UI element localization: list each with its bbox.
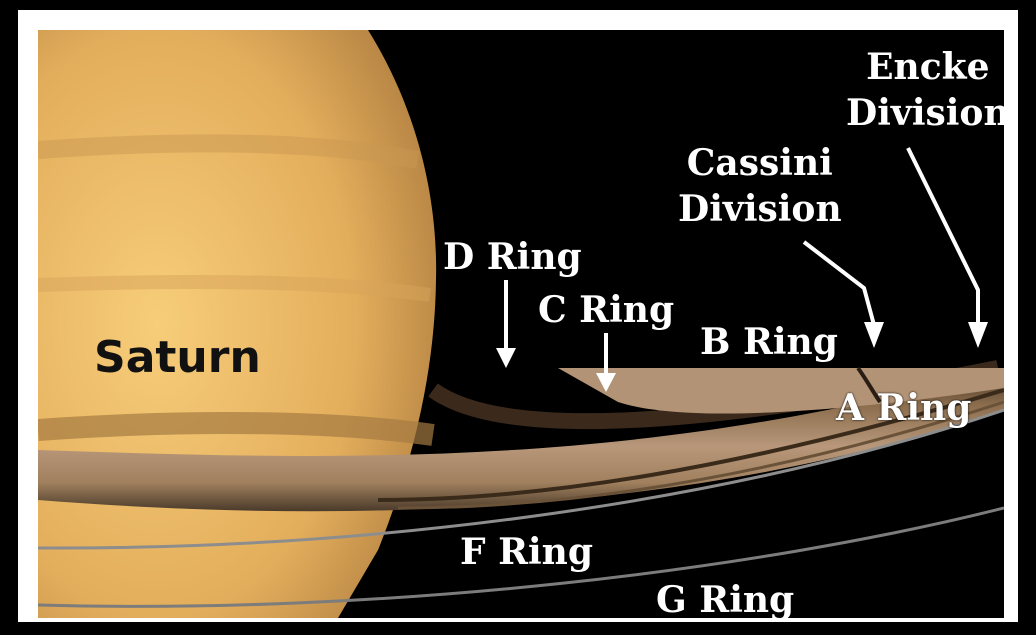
label-d-ring: D Ring	[443, 237, 582, 277]
label-encke-line2: Division	[846, 90, 1004, 136]
label-f-ring: F Ring	[460, 532, 593, 572]
label-b-ring: B Ring	[700, 322, 838, 362]
saturn-planet	[38, 30, 436, 618]
label-saturn: Saturn	[94, 338, 261, 378]
label-cassini-division: Cassini Division	[678, 140, 842, 232]
label-encke-division: Encke Division	[846, 44, 1004, 136]
label-cassini-line2: Division	[678, 186, 842, 232]
label-cassini-line1: Cassini	[678, 140, 842, 186]
saturn-image: Saturn D Ring C Ring B Ring A Ring F Rin…	[38, 30, 1004, 618]
label-encke-line1: Encke	[846, 44, 1004, 90]
label-g-ring: G Ring	[656, 580, 794, 618]
label-c-ring: C Ring	[538, 290, 674, 330]
label-a-ring: A Ring	[836, 388, 971, 428]
